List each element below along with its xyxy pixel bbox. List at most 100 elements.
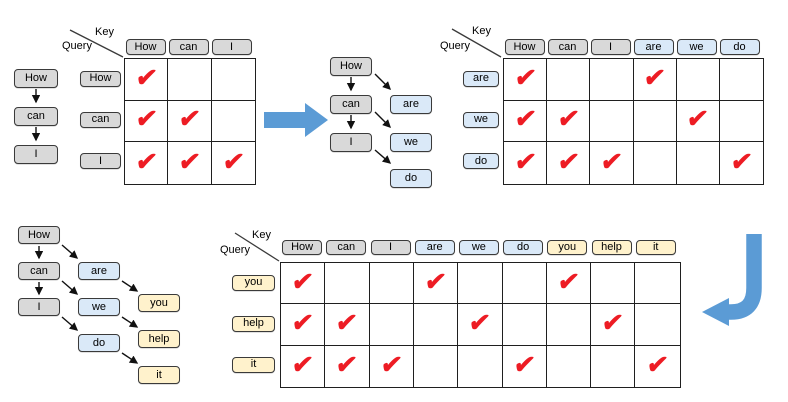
matrix-cell: ✔ <box>546 263 592 305</box>
key-token-box: I <box>590 39 631 55</box>
matrix-cell: ✔ <box>503 345 547 387</box>
matrix-cell <box>546 304 592 346</box>
key-token-box: can <box>168 39 209 55</box>
matrix-cell: ✔ <box>547 100 591 143</box>
axis-divider-line <box>234 232 280 262</box>
check-icon: ✔ <box>177 105 202 134</box>
token-box: I <box>330 133 372 152</box>
token-box: How <box>330 57 372 76</box>
check-icon: ✔ <box>512 105 538 134</box>
key-token-box: are <box>633 39 674 55</box>
check-icon: ✔ <box>133 63 159 92</box>
token-box: can <box>330 95 372 114</box>
matrix-cell <box>168 59 212 101</box>
check-icon: ✔ <box>378 350 404 379</box>
query-token-box: it <box>232 356 275 373</box>
matrix-cell: ✔ <box>281 263 326 305</box>
check-icon: ✔ <box>512 147 538 176</box>
key-token-box: are <box>414 240 455 255</box>
check-icon: ✔ <box>290 267 316 296</box>
flow-arrow-down-left <box>729 234 762 320</box>
matrix-cell <box>547 59 591 101</box>
check-icon: ✔ <box>555 147 581 176</box>
query-token-box: I <box>80 153 121 170</box>
check-icon: ✔ <box>556 267 581 296</box>
flow-arrow-right <box>264 103 328 137</box>
connector-arrow <box>121 316 139 328</box>
token-box: are <box>78 262 120 280</box>
matrix-cell <box>369 304 414 346</box>
attention-matrix: ✔✔✔✔✔✔✔✔✔✔✔✔ <box>280 262 681 388</box>
matrix-cell <box>677 142 720 184</box>
token-box: are <box>390 95 432 114</box>
attention-matrix: ✔✔✔✔✔✔✔✔✔ <box>503 58 764 185</box>
connector-arrow <box>374 73 391 90</box>
key-token-box: I <box>370 240 411 255</box>
axis-divider-line <box>69 29 124 58</box>
check-icon: ✔ <box>685 105 711 134</box>
token-box: How <box>18 226 60 244</box>
query-token-box: do <box>463 153 499 170</box>
matrix-cell: ✔ <box>590 142 634 184</box>
key-token-box: we <box>458 240 499 255</box>
query-axis-label: Query <box>440 40 470 52</box>
connector-arrow <box>121 280 139 292</box>
key-token-box: can <box>547 39 588 55</box>
token-box: you <box>138 294 180 312</box>
matrix-cell <box>458 263 503 305</box>
matrix-cell: ✔ <box>125 59 169 101</box>
connector-arrow <box>374 111 391 128</box>
token-box: I <box>18 298 60 316</box>
matrix-cell: ✔ <box>633 59 677 101</box>
matrix-cell <box>719 101 763 143</box>
key-token-box: it <box>635 240 676 255</box>
key-token-box: How <box>504 39 545 55</box>
axis-divider-line <box>451 28 502 58</box>
key-token-box: How <box>282 240 323 255</box>
matrix-cell <box>635 263 680 305</box>
check-icon: ✔ <box>512 63 538 92</box>
matrix-cell: ✔ <box>370 345 414 387</box>
matrix-cell: ✔ <box>125 142 169 184</box>
key-token-box: I <box>211 39 252 55</box>
check-icon: ✔ <box>133 147 159 176</box>
token-box: How <box>14 69 58 88</box>
connector-arrow <box>61 280 79 295</box>
token-box: help <box>138 330 180 348</box>
key-axis-label: Key <box>252 229 271 241</box>
matrix-cell <box>676 59 720 101</box>
check-icon: ✔ <box>290 308 316 337</box>
matrix-cell: ✔ <box>212 142 255 184</box>
matrix-cell: ✔ <box>504 142 548 184</box>
matrix-cell <box>633 100 677 143</box>
matrix-cell <box>414 345 459 387</box>
token-box: do <box>78 334 120 352</box>
matrix-cell: ✔ <box>413 263 459 305</box>
connector-arrow <box>61 244 79 259</box>
matrix-cell <box>719 59 763 101</box>
check-icon: ✔ <box>220 147 246 176</box>
matrix-cell: ✔ <box>281 345 326 387</box>
matrix-cell: ✔ <box>325 345 370 387</box>
matrix-cell: ✔ <box>125 100 169 143</box>
matrix-cell: ✔ <box>325 304 370 346</box>
connector-arrow <box>61 316 79 331</box>
matrix-cell <box>591 345 636 387</box>
key-token-box: you <box>547 240 588 255</box>
check-icon: ✔ <box>511 350 537 379</box>
matrix-cell <box>413 304 459 346</box>
matrix-cell: ✔ <box>591 304 636 346</box>
check-icon: ✔ <box>645 350 671 379</box>
check-icon: ✔ <box>290 350 316 379</box>
token-box: it <box>138 366 180 384</box>
query-token-box: help <box>232 315 275 332</box>
check-icon: ✔ <box>467 308 493 337</box>
token-box: do <box>390 169 432 188</box>
matrix-cell <box>590 59 634 101</box>
matrix-cell: ✔ <box>635 346 679 387</box>
check-icon: ✔ <box>600 308 626 337</box>
token-box: we <box>78 298 120 316</box>
check-icon: ✔ <box>598 147 624 176</box>
query-token-box: are <box>463 70 499 87</box>
